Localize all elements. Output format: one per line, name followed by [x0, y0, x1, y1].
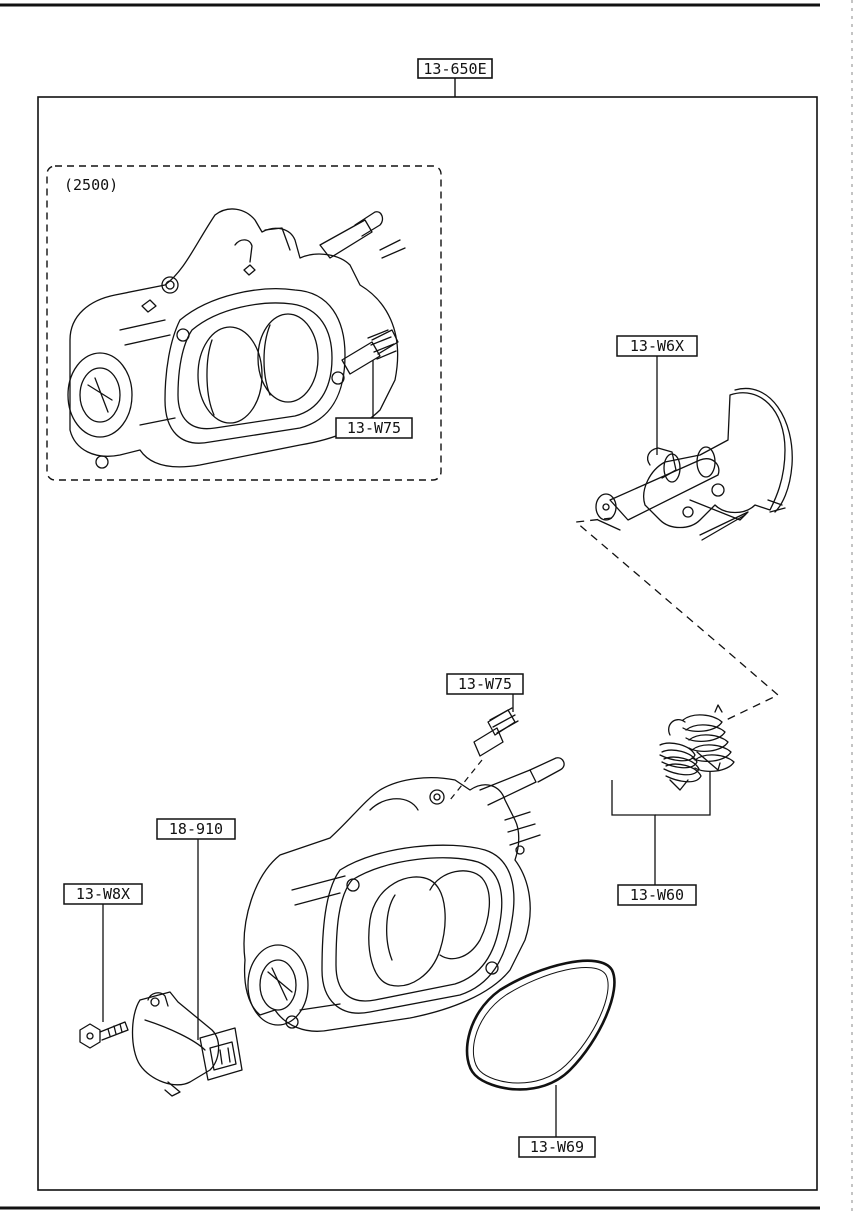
return-spring-small — [659, 742, 721, 791]
w69-label-box: 13-W69 — [518, 1136, 596, 1158]
gasket-ring — [465, 959, 616, 1091]
throttle-shaft-lever-assembly — [595, 387, 793, 541]
screw-install-dashed — [449, 759, 483, 801]
w60-label-box: 13-W60 — [617, 884, 697, 906]
sensor-bolt — [79, 1021, 129, 1049]
detail-w75-label: 13-W75 — [347, 419, 401, 437]
assembly-label: 13-650E — [423, 60, 486, 78]
variant-throttle-body — [67, 208, 406, 469]
return-spring-large — [668, 704, 735, 773]
w8x-label-box: 13-W8X — [63, 883, 143, 905]
main-w75-label: 13-W75 — [458, 675, 512, 693]
w6x-label-box: 13-W6X — [616, 335, 698, 357]
detail-w75-label-box: 13-W75 — [335, 417, 413, 439]
w69-label: 13-W69 — [530, 1138, 584, 1156]
gasket-inner-edge — [472, 967, 609, 1084]
w6x-label: 13-W6X — [630, 337, 684, 355]
throttle-position-sensor — [131, 991, 243, 1097]
assembly-label-box: 13-650E — [417, 58, 493, 79]
main-adjust-screw — [473, 707, 519, 757]
variant-adjust-screw — [341, 329, 399, 375]
w8x-label: 13-W8X — [76, 885, 130, 903]
variant-detail-box — [46, 165, 442, 481]
assembly-relation-dashed-line — [574, 517, 780, 723]
assembly-frame — [37, 96, 818, 1191]
sensor-label-box: 18-910 — [156, 818, 236, 840]
w60-leader-left — [611, 780, 656, 850]
main-w75-label-box: 13-W75 — [446, 673, 524, 695]
w60-leader-right — [655, 772, 711, 816]
variant-label: (2500) — [64, 176, 118, 194]
sensor-label: 18-910 — [169, 820, 223, 838]
main-throttle-body — [243, 757, 565, 1032]
w60-label: 13-W60 — [630, 886, 684, 904]
